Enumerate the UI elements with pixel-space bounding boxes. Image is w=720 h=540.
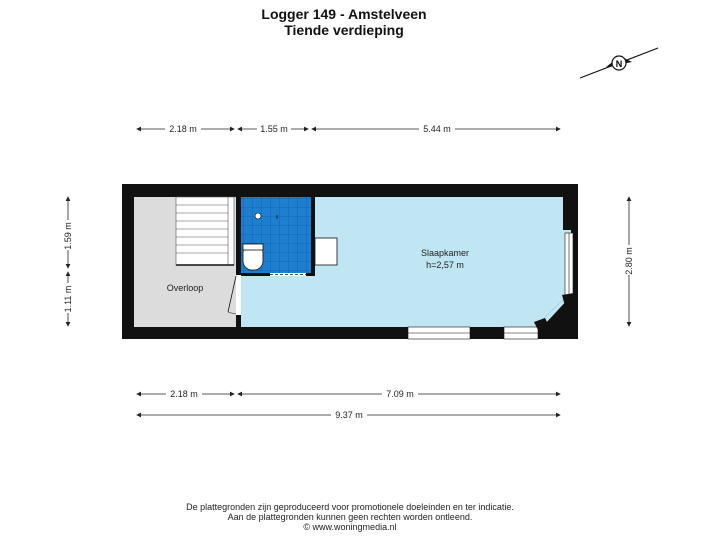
bedroom-label: Slaapkamer	[421, 248, 469, 258]
sink-icon	[314, 237, 338, 266]
top-dimensions: 2.18 m 1.55 m 5.44 m	[136, 123, 561, 135]
disclaimer-line-1: De plattegronden zijn geproduceerd voor …	[186, 502, 514, 512]
bedroom-height: h=2,57 m	[426, 260, 464, 270]
bottom-dimensions: 2.18 m 7.09 m 9.37 m	[136, 388, 561, 421]
left-dimensions: 1.59 m 1.11 m	[62, 196, 74, 327]
dim-right: 2.80 m	[624, 247, 634, 275]
dim-left-1: 1.59 m	[63, 222, 73, 250]
dim-top-1: 2.18 m	[169, 124, 197, 134]
dim-top-2: 1.55 m	[260, 124, 288, 134]
disclaimer-line-2: Aan de plattegronden kunnen geen rechten…	[227, 512, 473, 522]
landing-label: Overloop	[167, 283, 204, 293]
dim-bottom-total: 9.37 m	[335, 410, 363, 420]
plan-subtitle: Tiende verdieping	[284, 22, 404, 38]
north-arrow-icon: N	[579, 47, 659, 79]
dim-bottom-2: 7.09 m	[386, 389, 414, 399]
landing-door-icon	[227, 275, 237, 315]
staircase	[175, 196, 235, 266]
dim-top-3: 5.44 m	[423, 124, 451, 134]
dim-left-2: 1.11 m	[63, 286, 73, 313]
north-letter: N	[616, 59, 623, 69]
toilet-icon	[242, 243, 264, 271]
right-dimension: 2.80 m	[623, 196, 635, 327]
drain-icon	[254, 212, 262, 220]
bedroom-area	[241, 197, 568, 327]
plan-title: Logger 149 - Amstelveen	[261, 6, 427, 22]
copyright-link[interactable]: © www.woningmedia.nl	[303, 522, 397, 532]
dim-bottom-1: 2.18 m	[170, 389, 198, 399]
